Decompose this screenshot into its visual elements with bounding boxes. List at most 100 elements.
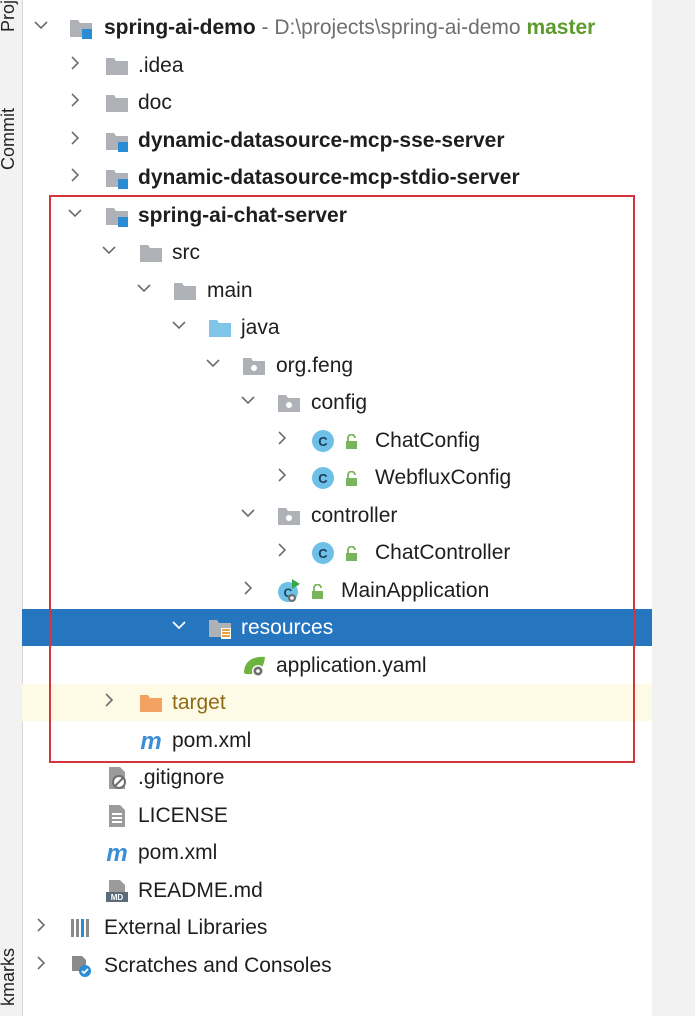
root-name: spring-ai-demo [104, 16, 256, 39]
tree-node-chat-server[interactable]: spring-ai-chat-server [22, 197, 652, 234]
tree-node-chat-config[interactable]: ChatConfig [22, 422, 652, 459]
folder-icon [104, 90, 130, 116]
tree-label: .idea [138, 54, 184, 77]
class-icon [310, 540, 336, 566]
root-path: - D:\projects\spring-ai-demo [255, 16, 521, 39]
chevron-down-icon[interactable] [241, 506, 255, 520]
tree-label: java [241, 316, 280, 339]
libraries-icon [68, 915, 94, 941]
folder-icon [172, 278, 198, 304]
tree-label: pom.xml [172, 729, 252, 752]
lock-icon [344, 432, 360, 448]
tree-node-root[interactable]: spring-ai-demo - D:\projects\spring-ai-d… [22, 9, 652, 46]
folder-icon [138, 240, 164, 266]
chevron-down-icon[interactable] [102, 243, 116, 257]
markdown-file-icon [104, 878, 130, 904]
tree-label: application.yaml [276, 654, 427, 677]
chevron-right-icon[interactable] [275, 543, 289, 557]
chevron-right-icon[interactable] [102, 693, 116, 707]
tree-node-root-pom[interactable]: pom.xml [22, 834, 652, 871]
package-icon [241, 353, 267, 379]
tree-node-main[interactable]: main [22, 272, 652, 309]
chevron-down-icon[interactable] [137, 281, 151, 295]
class-icon [310, 465, 336, 491]
chevron-right-icon[interactable] [241, 581, 255, 595]
tree-node-stdio-server[interactable]: dynamic-datasource-mcp-stdio-server [22, 159, 652, 196]
tree-node-main-application[interactable]: MainApplication [22, 572, 652, 609]
tree-label: org.feng [276, 354, 354, 377]
tree-label: target [172, 691, 226, 714]
chevron-down-icon[interactable] [34, 18, 48, 32]
chevron-right-icon[interactable] [68, 56, 82, 70]
tree-node-application-yaml[interactable]: application.yaml [22, 647, 652, 684]
module-folder-icon [68, 15, 94, 41]
tree-label: controller [311, 504, 398, 527]
tree-node-resources[interactable]: resources [22, 609, 652, 646]
tree-label: Scratches and Consoles [104, 954, 332, 977]
tree-label: main [207, 279, 253, 302]
bookmarks-tool-tab[interactable]: kmarks [0, 948, 18, 1006]
tree-label: src [172, 241, 200, 264]
tree-node-doc[interactable]: doc [22, 84, 652, 121]
text-file-icon [104, 803, 130, 829]
tree-label: spring-ai-chat-server [138, 204, 347, 227]
lock-icon [344, 544, 360, 560]
tree-label: dynamic-datasource-mcp-stdio-server [138, 166, 520, 189]
chevron-right-icon[interactable] [34, 956, 48, 970]
tree-node-module-pom[interactable]: pom.xml [22, 722, 652, 759]
module-folder-icon [104, 165, 130, 191]
tree-node-controller[interactable]: controller [22, 497, 652, 534]
tree-node-sse-server[interactable]: dynamic-datasource-mcp-sse-server [22, 122, 652, 159]
tree-label: config [311, 391, 368, 414]
tree-label: README.md [138, 879, 263, 902]
tree-node-chat-controller[interactable]: ChatController [22, 534, 652, 571]
project-tree: spring-ai-demo - D:\projects\spring-ai-d… [22, 0, 652, 1016]
tree-node-java[interactable]: java [22, 309, 652, 346]
chevron-right-icon[interactable] [275, 431, 289, 445]
lock-icon [344, 469, 360, 485]
module-folder-icon [104, 203, 130, 229]
chevron-right-icon[interactable] [68, 168, 82, 182]
tree-node-license[interactable]: LICENSE [22, 797, 652, 834]
tree-label: ChatConfig [375, 429, 481, 452]
tree-node-target[interactable]: target [22, 684, 652, 721]
chevron-right-icon[interactable] [275, 468, 289, 482]
package-icon [276, 390, 302, 416]
tree-node-idea[interactable]: .idea [22, 47, 652, 84]
ignore-file-icon [104, 765, 130, 791]
chevron-down-icon[interactable] [172, 618, 186, 632]
package-icon [276, 503, 302, 529]
maven-icon [138, 728, 164, 754]
chevron-down-icon[interactable] [68, 206, 82, 220]
tree-label: .gitignore [138, 766, 225, 789]
tree-node-src[interactable]: src [22, 234, 652, 271]
tree-node-scratches[interactable]: Scratches and Consoles [22, 947, 652, 984]
chevron-right-icon[interactable] [68, 93, 82, 107]
project-tool-tab[interactable]: Proj [0, 0, 18, 33]
git-branch: master [526, 16, 596, 39]
chevron-down-icon[interactable] [206, 356, 220, 370]
left-tool-strip: Proj Commit kmarks [0, 0, 23, 1016]
chevron-right-icon[interactable] [34, 918, 48, 932]
tree-node-config[interactable]: config [22, 384, 652, 421]
runnable-class-icon [276, 578, 302, 604]
right-panel-edge [652, 0, 695, 1016]
tree-label: doc [138, 91, 172, 114]
tree-node-readme[interactable]: README.md [22, 872, 652, 909]
commit-tool-tab[interactable]: Commit [0, 108, 18, 170]
chevron-right-icon[interactable] [68, 131, 82, 145]
chevron-down-icon[interactable] [172, 318, 186, 332]
excluded-folder-icon [138, 690, 164, 716]
tree-node-package[interactable]: org.feng [22, 347, 652, 384]
tree-label: External Libraries [104, 916, 268, 939]
module-folder-icon [104, 128, 130, 154]
tree-label: ChatController [375, 541, 511, 564]
chevron-down-icon[interactable] [241, 393, 255, 407]
tree-node-external-libraries[interactable]: External Libraries [22, 909, 652, 946]
tree-node-webflux-config[interactable]: WebfluxConfig [22, 459, 652, 496]
tree-label: dynamic-datasource-mcp-sse-server [138, 129, 505, 152]
tree-label: resources [241, 616, 334, 639]
tree-label: MainApplication [341, 579, 490, 602]
tree-node-gitignore[interactable]: .gitignore [22, 759, 652, 796]
tree-label: pom.xml [138, 841, 218, 864]
